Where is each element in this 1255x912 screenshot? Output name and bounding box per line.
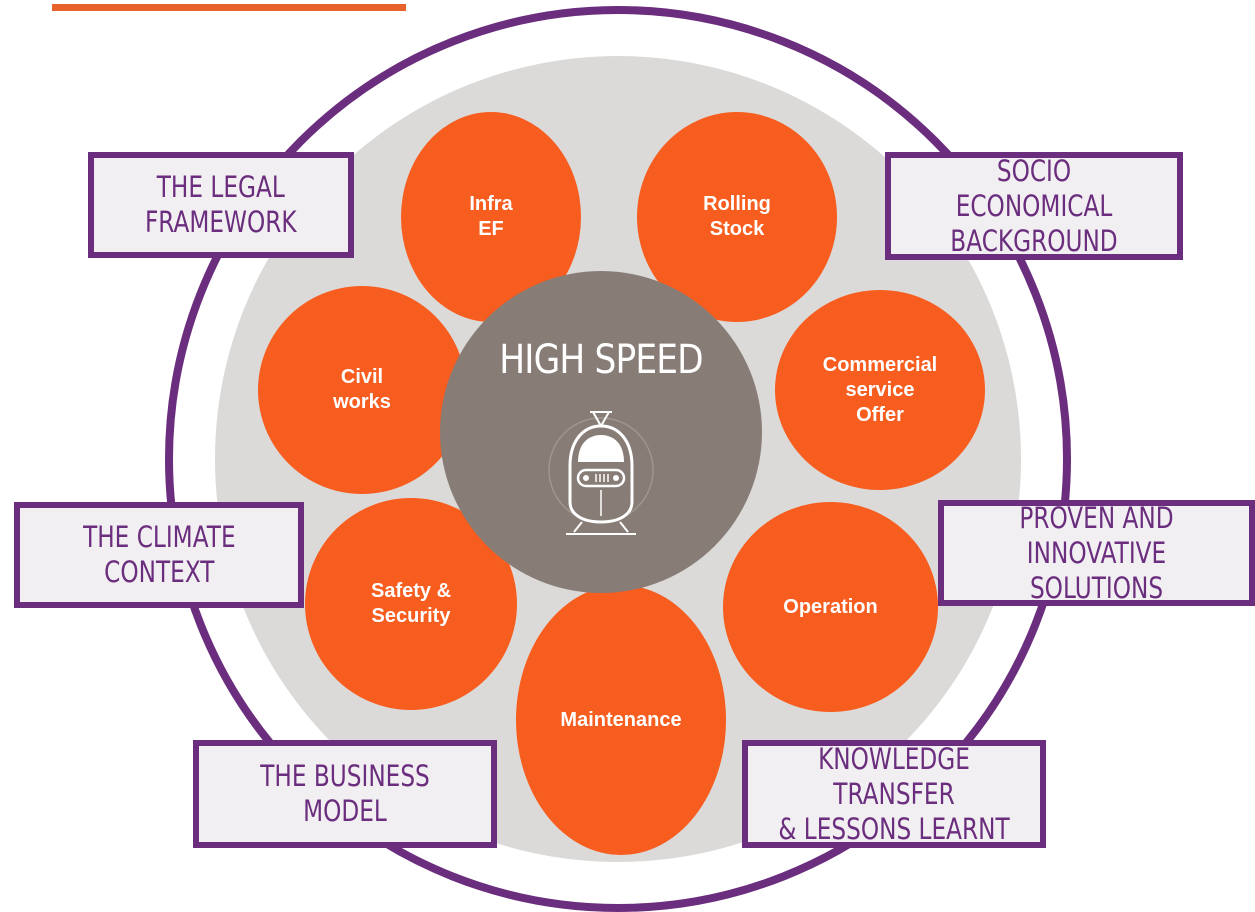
label-climate-context-text: THE CLIMATE CONTEXT (82, 520, 236, 589)
label-knowledge-transfer: KNOWLEDGE TRANSFER & LESSONS LEARNT (742, 740, 1046, 848)
petal-infra-label: Infra EF (469, 193, 513, 240)
petal-maintenance: Maintenance (516, 585, 726, 855)
hub-title: HIGH SPEED (499, 337, 703, 383)
label-proven-innovative: PROVEN AND INNOVATIVE SOLUTIONS (938, 500, 1255, 606)
hub-circle (440, 271, 762, 593)
petal-maintenance-label: Maintenance (560, 708, 682, 731)
label-socio-economical: SOCIO ECONOMICAL BACKGROUND (885, 152, 1183, 260)
petal-safety-security-label: Safety & Security (370, 580, 452, 627)
petal-civil-works-label: Civil works (333, 366, 391, 413)
label-business-model-text: THE BUSINESS MODEL (260, 759, 430, 828)
label-legal-framework: THE LEGAL FRAMEWORK (88, 152, 354, 258)
label-knowledge-transfer-text: KNOWLEDGE TRANSFER & LESSONS LEARNT (778, 741, 1010, 846)
petal-operation: Operation (723, 502, 938, 712)
label-legal-framework-text: THE LEGAL FRAMEWORK (145, 170, 297, 239)
petal-commercial-service-label: Commercial service Offer (822, 353, 938, 426)
high-speed-train-icon (548, 411, 654, 535)
label-socio-economical-text: SOCIO ECONOMICAL BACKGROUND (950, 153, 1118, 258)
label-business-model: THE BUSINESS MODEL (193, 740, 497, 848)
petal-civil-works: Civil works (258, 286, 466, 494)
label-proven-innovative-text: PROVEN AND INNOVATIVE SOLUTIONS (1019, 500, 1174, 605)
top-accent-rule (52, 4, 406, 11)
petal-safety-security: Safety & Security (305, 498, 517, 710)
label-climate-context: THE CLIMATE CONTEXT (14, 502, 304, 608)
petal-operation-label: Operation (783, 595, 878, 618)
petal-commercial-service: Commercial service Offer (775, 290, 985, 490)
petal-rolling-stock-label: Rolling Stock (703, 193, 771, 240)
